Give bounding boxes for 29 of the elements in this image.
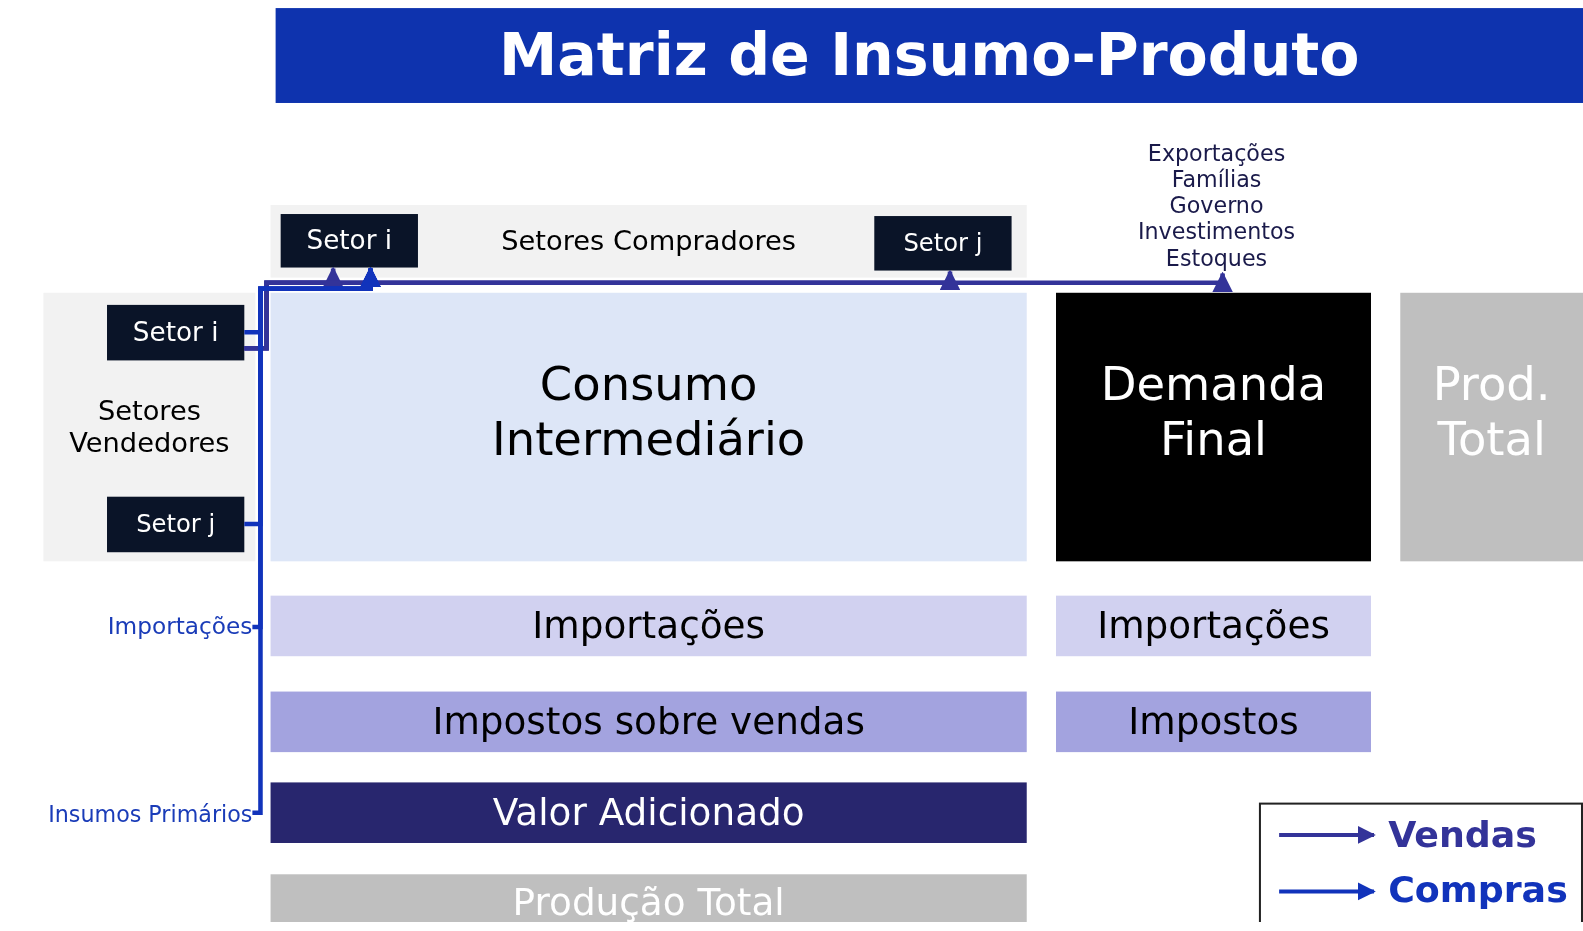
group-title: Setores Vendedores — [68, 394, 231, 460]
title-banner: Matriz de Insumo-Produto — [275, 8, 1583, 103]
matrix-block: Prod. Total — [1400, 292, 1583, 562]
sector-box: Setor i — [280, 214, 418, 268]
legend-text: Vendas — [1388, 813, 1537, 856]
matrix-row: Impostos — [1056, 691, 1371, 753]
group-title: Setores Compradores — [501, 224, 796, 258]
row-label: Importações — [60, 609, 253, 645]
matrix-row: Impostos sobre vendas — [270, 691, 1027, 753]
arrow — [244, 271, 1233, 351]
list-item: Famílias — [1171, 166, 1262, 193]
matrix-row: Importações — [1056, 595, 1371, 657]
list-item: Governo — [1169, 192, 1264, 220]
sector-box: Setor j — [874, 216, 1012, 271]
arrow — [252, 266, 381, 815]
row-label: Insumos Primários — [0, 797, 253, 832]
matrix-block: Demanda Final — [1056, 292, 1371, 562]
list-item: Exportações — [1147, 140, 1286, 167]
column-header-band — [270, 204, 1027, 278]
legend-text: Compras — [1388, 868, 1568, 910]
list-item: Estoques — [1165, 245, 1268, 272]
list-item: Investimentos — [1137, 219, 1296, 246]
sector-box: Setor j — [107, 496, 245, 553]
matrix-block: Consumo Intermediário — [270, 292, 1027, 562]
matrix-row: Valor Adicionado — [270, 782, 1027, 843]
sector-box: Setor i — [107, 304, 245, 361]
matrix-row: Produção Total — [270, 874, 1027, 922]
row-header-band — [43, 292, 256, 562]
matrix-row: Importações — [270, 595, 1027, 657]
